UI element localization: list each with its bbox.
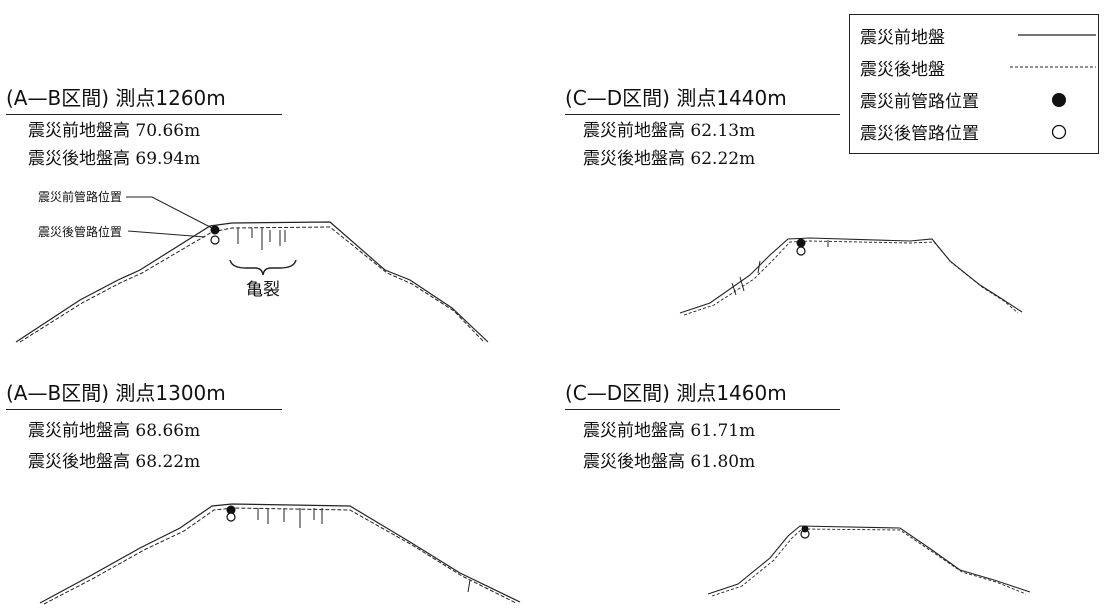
open-circle-icon [1051,124,1067,140]
filled-circle-icon [1052,93,1066,107]
before-ground-line [679,237,1023,314]
legend-label: 震災後地盤 [860,60,945,80]
before-pipe-marker [796,238,806,248]
after-ground-line [711,528,1027,597]
cross-section-profile [39,503,521,605]
after-elevation: 震災後地盤高 61.80m [583,452,756,472]
callout-leader [126,196,213,229]
dashed-line-icon [1010,66,1096,68]
legend-label: 震災後管路位置 [860,124,979,144]
legend-box: 震災前地盤 震災後地盤 震災前管路位置 震災後管路位置 [849,14,1099,154]
after-ground-line [43,507,517,605]
after-pipe-marker [796,246,806,256]
solid-line-icon [1018,34,1096,36]
crack-marks [237,228,286,250]
legend-label: 震災前地盤 [860,28,945,48]
after-pipe-callout: 震災後管路位置 [38,225,123,239]
legend-item-after-pipe: 震災後管路位置 [860,119,979,144]
legend-label: 震災前管路位置 [860,92,979,112]
before-pipe-marker [801,525,809,533]
before-elevation: 震災前地盤高 61.71m [583,421,756,441]
crack-brace [229,259,297,276]
after-elevation: 震災後地盤高 68.22m [28,452,201,472]
after-pipe-marker [210,235,220,245]
before-pipe-marker [210,225,220,235]
legend-item-after-ground: 震災後地盤 [860,55,945,80]
after-pipe-marker [226,512,236,522]
crack-marks [731,240,829,296]
after-elevation: 震災後地盤高 69.94m [28,149,201,169]
after-ground-line [19,226,485,343]
legend-item-before-ground: 震災前地盤 [860,23,945,48]
cross-section-profile [707,525,1031,597]
section-title: (A—B区間) 測点1300m [6,377,282,410]
crack-label: 亀裂 [246,280,280,300]
crack-marks [257,508,471,593]
legend-item-before-pipe: 震災前管路位置 [860,87,979,112]
before-pipe-marker [226,505,236,515]
before-pipe-callout: 震災前管路位置 [38,190,123,204]
callout-leader [127,230,206,238]
section-title: (C—D区間) 測点1460m [565,377,840,410]
before-elevation: 震災前地盤高 70.66m [28,121,201,141]
after-elevation: 震災後地盤高 62.22m [583,149,756,169]
section-title: (C—D区間) 測点1440m [565,82,840,115]
after-ground-line [683,240,1019,316]
before-ground-line [15,221,489,343]
before-elevation: 震災前地盤高 68.66m [28,421,201,441]
before-elevation: 震災前地盤高 62.13m [583,121,756,141]
before-ground-line [707,525,1031,595]
cross-section-profile [679,237,1023,316]
before-ground-line [39,503,521,604]
cross-section-profile [15,196,489,343]
section-title: (A—B区間) 測点1260m [6,82,282,115]
